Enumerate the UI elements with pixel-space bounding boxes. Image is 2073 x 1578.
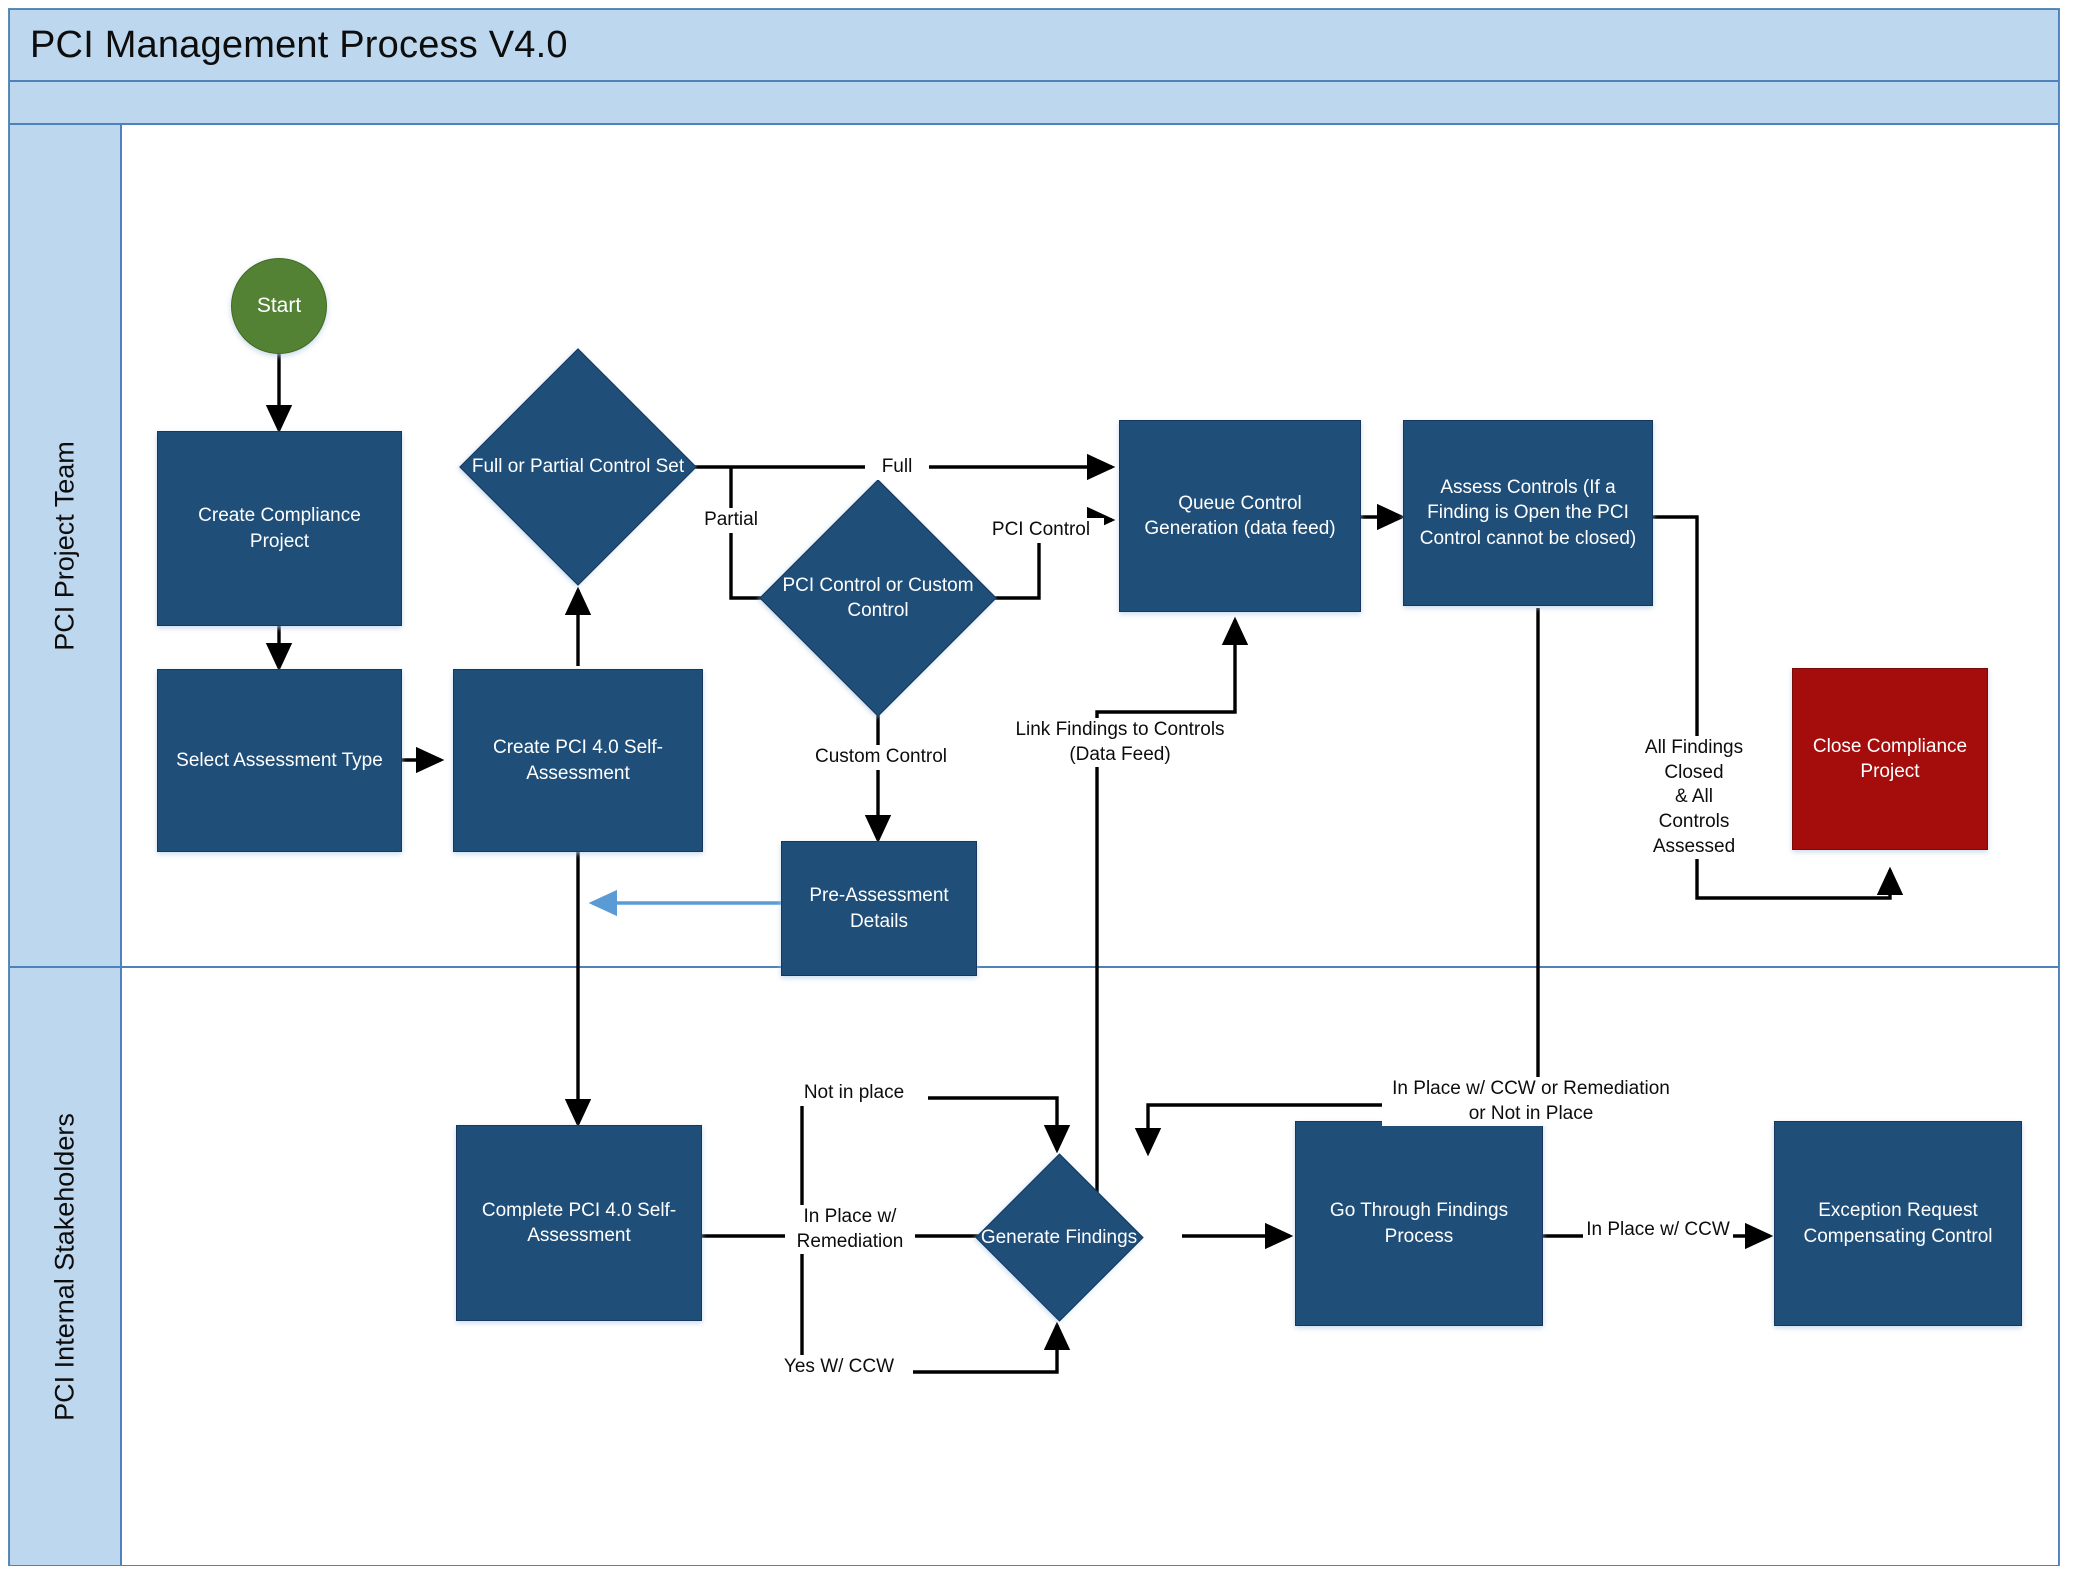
node-generate-findings-label: Generate Findings	[980, 1226, 1138, 1248]
edge-label-not-in-place: Not in place	[780, 1081, 928, 1106]
node-pre-assessment-details-label: Pre-Assessment Details	[809, 885, 949, 932]
diagram-title-band: PCI Management Process V4.0	[9, 9, 2059, 81]
node-full-or-partial-control-set-label: Full or Partial Control Set	[471, 456, 685, 478]
node-create-compliance-project-label: Create Compliance Project	[198, 505, 361, 552]
node-full-or-partial-control-set[interactable]: Full or Partial Control Set	[459, 348, 697, 586]
node-pci-control-or-custom-control[interactable]: PCI Control or Custom Control	[759, 479, 997, 717]
edge-label-partial: Partial	[690, 508, 772, 533]
edge-label-yes-w-ccw: Yes W/ CCW	[765, 1355, 913, 1380]
edge-label-link-findings-to-controls: Link Findings to Controls (Data Feed)	[985, 718, 1255, 768]
node-complete-pci-self-assessment-label: Complete PCI 4.0 Self-Assessment	[481, 1199, 677, 1246]
edge-label-in-place-ccw-or-remediation: In Place w/ CCW or Remediation or Not in…	[1382, 1077, 1680, 1127]
node-assess-controls-label: Assess Controls (If a Finding is Open th…	[1419, 477, 1637, 549]
node-start[interactable]: Start	[231, 258, 327, 354]
edge-label-full: Full	[865, 455, 929, 480]
lane-header-pci-internal-stakeholders: PCI Internal Stakeholders	[9, 967, 121, 1566]
edge-label-in-place-w-ccw: In Place w/ CCW	[1583, 1218, 1733, 1243]
node-create-pci-self-assessment-label: Create PCI 4.0 Self-Assessment	[492, 737, 664, 784]
node-exception-request-compensating-control[interactable]: Exception Request Compensating Control	[1774, 1121, 2022, 1326]
node-go-through-findings-process[interactable]: Go Through Findings Process	[1295, 1121, 1543, 1326]
node-create-compliance-project[interactable]: Create Compliance Project	[157, 431, 402, 626]
node-start-label: Start	[256, 294, 302, 318]
node-complete-pci-self-assessment[interactable]: Complete PCI 4.0 Self-Assessment	[456, 1125, 702, 1321]
edge-label-custom-control: Custom Control	[793, 745, 969, 770]
lane-label-pci-project-team: PCI Project Team	[49, 440, 80, 651]
node-close-compliance-project-label: Close Compliance Project	[1812, 735, 1968, 782]
node-generate-findings[interactable]: Generate Findings	[975, 1153, 1144, 1322]
page-title: PCI Management Process V4.0	[30, 23, 568, 66]
node-assess-controls[interactable]: Assess Controls (If a Finding is Open th…	[1403, 420, 1653, 606]
node-close-compliance-project[interactable]: Close Compliance Project	[1792, 668, 1988, 850]
edge-label-all-findings-closed: All Findings Closed & All Controls Asses…	[1633, 736, 1755, 860]
node-queue-control-generation-label: Queue Control Generation (data feed)	[1144, 492, 1336, 539]
title-subband	[9, 81, 2059, 124]
node-pci-control-or-custom-control-label: PCI Control or Custom Control	[782, 574, 974, 621]
node-pre-assessment-details[interactable]: Pre-Assessment Details	[781, 841, 977, 976]
lane-label-pci-internal-stakeholders: PCI Internal Stakeholders	[49, 1112, 80, 1421]
lane-body-pci-project-team	[121, 124, 2059, 967]
node-queue-control-generation[interactable]: Queue Control Generation (data feed)	[1119, 420, 1361, 612]
node-exception-request-compensating-control-label: Exception Request Compensating Control	[1803, 1200, 1993, 1247]
node-go-through-findings-process-label: Go Through Findings Process	[1329, 1200, 1509, 1247]
lane-body-pci-internal-stakeholders	[121, 967, 2059, 1566]
edge-label-in-place-with-remediation: In Place w/ Remediation	[785, 1205, 915, 1255]
lane-header-pci-project-team: PCI Project Team	[9, 124, 121, 967]
node-select-assessment-type[interactable]: Select Assessment Type	[157, 669, 402, 852]
node-select-assessment-type-label: Select Assessment Type	[176, 749, 383, 771]
node-create-pci-self-assessment[interactable]: Create PCI 4.0 Self-Assessment	[453, 669, 703, 852]
edge-label-pci-control: PCI Control	[978, 518, 1104, 543]
